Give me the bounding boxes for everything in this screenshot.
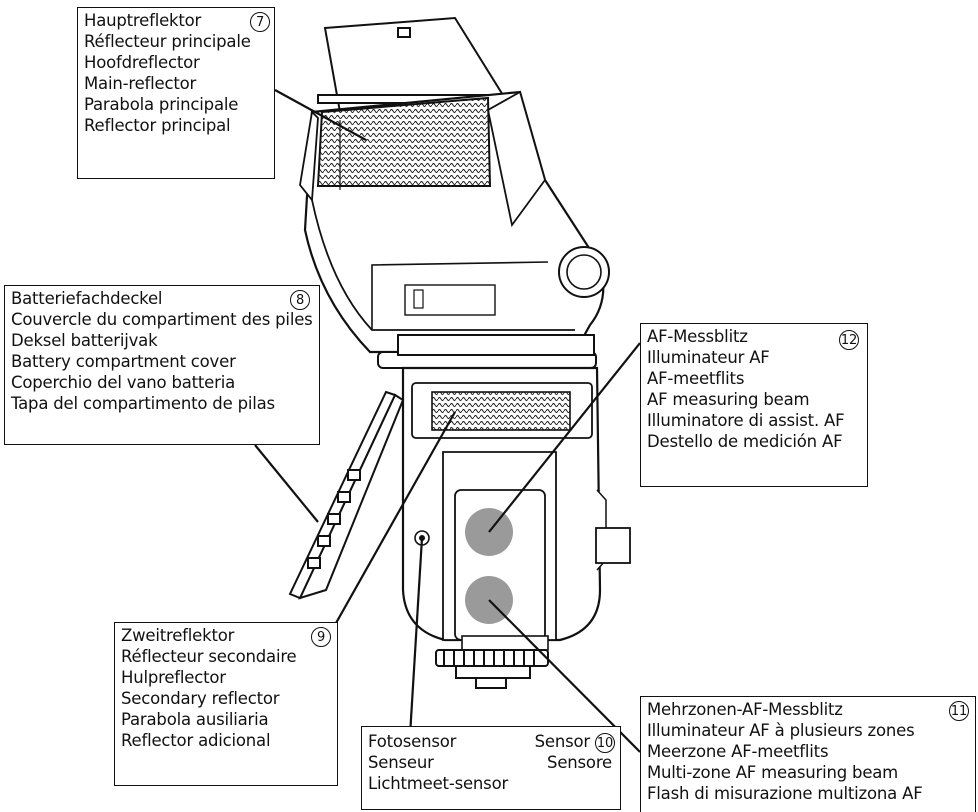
callout-number: 9 [311, 627, 331, 647]
label-de: Mehrzonen-AF-Messblitz [647, 700, 843, 719]
label-fr: Réflecteur secondaire [121, 647, 297, 666]
callout-photo-sensor: Fotosensor Sensor Senseur Sensore Lichtm… [361, 726, 621, 810]
label-it: Coperchio del vano batteria [11, 373, 235, 392]
callout-battery-cover: Batteriefachdeckel Couvercle du comparti… [4, 285, 320, 445]
callout-number: 11 [949, 701, 969, 721]
label-nl: AF-meetflits [647, 369, 745, 388]
hot-shoe-foot [435, 649, 549, 689]
label-en: Multi-zone AF measuring beam [647, 763, 899, 782]
label-it: Sensore [547, 753, 612, 772]
callout-number: 7 [250, 12, 270, 32]
label-nl: Meerzone AF-meetflits [647, 742, 829, 761]
label-fr: Réflecteur principale [84, 32, 251, 51]
label-de: Zweitreflektor [121, 626, 235, 645]
label-nl: Lichtmeet-sensor [368, 774, 509, 793]
label-en: Main-reflector [84, 74, 197, 93]
label-en: AF measuring beam [647, 390, 810, 409]
label-it: Illuminatore di assist. AF [647, 411, 845, 430]
label-de: Fotosensor [368, 732, 457, 751]
leader-7 [274, 89, 367, 141]
label-nl: Hulpreflector [121, 668, 226, 687]
callout-main-reflector: Hauptreflektor Réflecteur principale Hoo… [77, 7, 275, 179]
label-es: Reflector adicional [121, 731, 271, 750]
callout-number: 10 [595, 733, 615, 753]
callout-af-beam: AF-Messblitz Illuminateur AF AF-meetflit… [640, 323, 868, 487]
label-nl: Deksel batterijvak [11, 331, 158, 350]
label-it: Flash di misurazione multizona AF [647, 784, 923, 803]
label-es: Tapa del compartimento de pilas [11, 394, 275, 413]
flash-body [401, 366, 631, 651]
callout-number: 8 [290, 290, 310, 310]
label-en: Secondary reflector [121, 689, 280, 708]
label-de: Batteriefachdeckel [11, 289, 163, 308]
label-en: Battery compartment cover [11, 352, 236, 371]
label-es: Reflector principal [84, 116, 231, 135]
leader-8 [254, 444, 319, 523]
label-de: AF-Messblitz [647, 327, 748, 346]
callout-secondary-reflector: Zweitreflektor Réflecteur secondaire Hul… [114, 622, 338, 786]
label-it: Parabola ausiliaria [121, 710, 269, 729]
label-en: Sensor [534, 732, 591, 751]
label-it: Parabola principale [84, 95, 239, 114]
flash-head [299, 90, 610, 354]
callout-multizone-af-beam: Mehrzonen-AF-Messblitz Illuminateur AF à… [640, 696, 976, 812]
label-de: Hauptreflektor [84, 11, 202, 30]
label-es: Destello de medición AF [647, 432, 843, 451]
label-nl: Hoofdreflector [84, 53, 200, 72]
label-fr: Illuminateur AF à plusieurs zones [647, 721, 915, 740]
label-fr: Couvercle du compartiment des piles [11, 310, 313, 329]
battery-cover [288, 390, 405, 600]
callout-number: 12 [839, 330, 859, 350]
leader-10 [407, 537, 424, 753]
label-fr: Senseur [368, 753, 434, 772]
leader-12 [488, 342, 641, 533]
swivel-neck [377, 334, 597, 369]
label-fr: Illuminateur AF [647, 348, 770, 367]
main-reflector-panel [316, 96, 492, 187]
